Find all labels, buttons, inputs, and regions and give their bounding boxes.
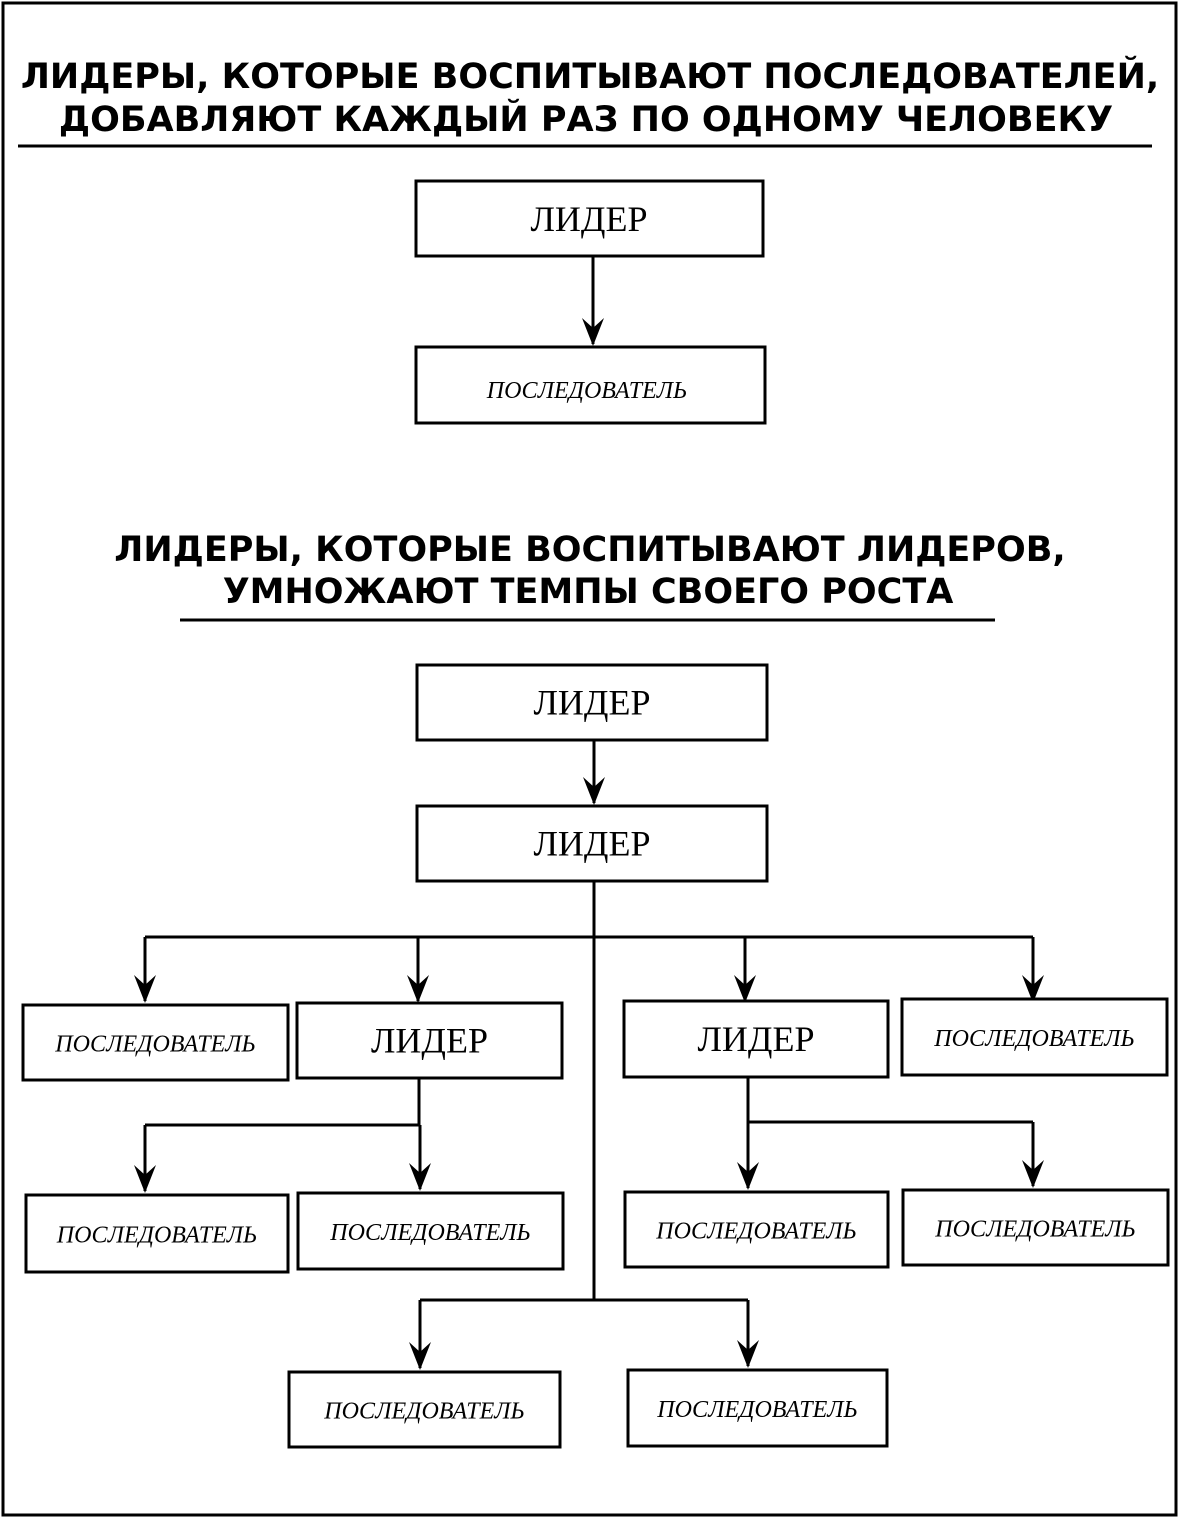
section2-title-line1: ЛИДЕРЫ, КОТОРЫЕ ВОСПИТЫВАЮТ ЛИДЕРОВ, [114, 530, 1065, 570]
follower-box-label: ПОСЛЕДОВАТЕЛЬ [54, 1032, 255, 1058]
follower-box: ПОСЛЕДОВАТЕЛЬ [900, 997, 1169, 1077]
sub-leader-right-box-label: ЛИДЕР [698, 1019, 815, 1059]
section1-title-line2: ДОБАВЛЯЮТ КАЖДЫЙ РАЗ ПО ОДНОМУ ЧЕЛОВЕКУ [59, 98, 1113, 140]
follower-box-label: ПОСЛЕДОВАТЕЛЬ [934, 1217, 1135, 1243]
follower-box: ПОСЛЕДОВАТЕЛЬ [296, 1191, 565, 1271]
arrow-head [583, 777, 605, 805]
arrow-head [1022, 1160, 1044, 1188]
section1-title-line1: ЛИДЕРЫ, КОТОРЫЕ ВОСПИТЫВАЮТ ПОСЛЕДОВАТЕЛ… [21, 55, 1159, 97]
s1-leader-box: ЛИДЕР [414, 179, 765, 258]
s1-arrow [582, 256, 604, 346]
arrow-head [134, 1165, 156, 1193]
follower-box-label: ПОСЛЕДОВАТЕЛЬ [329, 1220, 530, 1246]
follower-box-label: ПОСЛЕДОВАТЕЛЬ [56, 1223, 257, 1249]
arrow-head [134, 975, 156, 1003]
sub-leader-left-box-label: ЛИДЕР [371, 1021, 488, 1061]
arrow-head [1022, 975, 1044, 1003]
follower-box-label: ПОСЛЕДОВАТЕЛЬ [656, 1397, 857, 1423]
top-leader-box: ЛИДЕР [415, 663, 769, 742]
follower-box-label: ПОСЛЕДОВАТЕЛЬ [933, 1026, 1134, 1052]
follower-box: ПОСЛЕДОВАТЕЛЬ [626, 1368, 889, 1448]
follower-box: ПОСЛЕДОВАТЕЛЬ [24, 1193, 290, 1274]
arrow-head [737, 1162, 759, 1190]
section2-title-line2: УМНОЖАЮТ ТЕМПЫ СВОЕГО РОСТА [223, 572, 954, 612]
follower-box: ПОСЛЕДОВАТЕЛЬ [21, 1003, 290, 1082]
second-leader-box-label: ЛИДЕР [534, 824, 651, 864]
follower-box-label: ПОСЛЕДОВАТЕЛЬ [323, 1399, 524, 1425]
arrow-head [734, 975, 756, 1003]
sub-leader-right-box: ЛИДЕР [622, 999, 890, 1079]
follower-box-label: ПОСЛЕДОВАТЕЛЬ [655, 1219, 856, 1245]
arrow-head [737, 1340, 759, 1368]
follower-box: ПОСЛЕДОВАТЕЛЬ [901, 1188, 1170, 1267]
second-leader-box: ЛИДЕР [415, 804, 769, 883]
arrow-head [407, 975, 429, 1003]
s1-follower-label: ПОСЛЕДОВАТЕЛЬ [486, 378, 687, 404]
top-leader-box-label: ЛИДЕР [534, 683, 651, 723]
s2-tree: ЛИДЕР ЛИДЕР ПОСЛЕДОВАТЕЛЬ ЛИДЕР ЛИДЕР ПОСЛЕДО… [21, 663, 1170, 1449]
arrow-head [409, 1342, 431, 1370]
arrow-head [409, 1163, 431, 1191]
follower-box: ПОСЛЕДОВАТЕЛЬ [623, 1190, 890, 1269]
sub-leader-left-box: ЛИДЕР [295, 1001, 564, 1080]
follower-box: ПОСЛЕДОВАТЕЛЬ [287, 1370, 562, 1449]
s1-leader-label: ЛИДЕР [531, 199, 648, 239]
s1-follower-box: ПОСЛЕДОВАТЕЛЬ [414, 345, 767, 425]
